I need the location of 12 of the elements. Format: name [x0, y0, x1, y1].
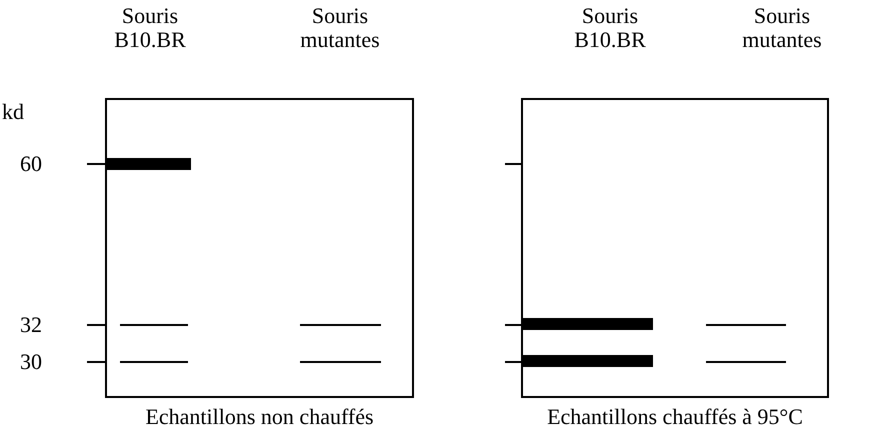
unit-label: kd [2, 100, 25, 124]
gel-panel [105, 98, 414, 398]
column-header: Souris B10.BR [573, 4, 647, 52]
column-header: Souris mutantes [299, 4, 381, 52]
molecular-weight-label: 60 [19, 152, 42, 176]
panel-caption: Echantillons non chauffés [144, 405, 375, 429]
column-header: Souris mutantes [741, 4, 823, 52]
molecular-weight-label: 32 [19, 313, 42, 337]
column-header: Souris B10.BR [113, 4, 187, 52]
molecular-weight-label: 30 [19, 350, 42, 374]
gel-panel [521, 98, 829, 398]
panel-caption: Echantillons chauffés à 95°C [546, 405, 804, 429]
